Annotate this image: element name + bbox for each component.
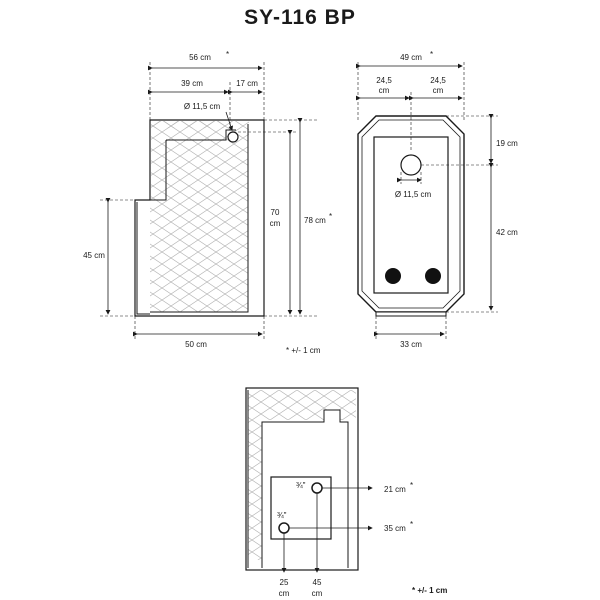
side-height-inner-unit: cm	[270, 219, 281, 228]
side-width-total-label: 56 cm	[189, 53, 211, 62]
side-height-total-label: 78 cm	[304, 216, 326, 225]
rear-upper-height-label: 21 cm	[384, 485, 406, 494]
rear-left-offset-label: 25	[280, 578, 289, 587]
front-chimney-outlet	[400, 154, 422, 176]
front-half-right-label: 24,5	[430, 76, 446, 85]
front-half-left-unit: cm	[379, 86, 390, 95]
rear-lower-height-mark: *	[410, 520, 413, 529]
side-base-width-label: 50 cm	[185, 340, 207, 349]
rear-upper-connection-label: ¾"	[296, 481, 306, 490]
rear-lower-height-label: 35 cm	[384, 524, 406, 533]
front-top-offset-label: 19 cm	[496, 139, 518, 148]
front-base-width-label: 33 cm	[400, 340, 422, 349]
rear-lower-connection-label: ¾"	[277, 511, 287, 520]
rear-view: ¾" ¾" 21 cm * 35 cm * 25 cm 45 cm * +/- …	[245, 387, 447, 598]
rear-tolerance-note: * +/- 1 cm	[412, 586, 447, 595]
front-half-left-label: 24,5	[376, 76, 392, 85]
front-control-knob-right	[425, 268, 441, 284]
rear-right-offset-unit: cm	[312, 589, 323, 598]
side-width-right-label: 17 cm	[236, 79, 258, 88]
front-width-total-label: 49 cm	[400, 53, 422, 62]
front-width-total-mark: *	[430, 50, 433, 59]
rear-left-offset-unit: cm	[279, 589, 290, 598]
side-height-step-label: 45 cm	[83, 251, 105, 260]
side-view: 56 cm * 39 cm 17 cm Ø 11,5 cm 70 cm 78 c…	[83, 50, 332, 355]
front-view: 49 cm * 24,5 cm 24,5 cm Ø 11,5 cm 19 cm …	[356, 50, 518, 349]
side-width-total-mark: *	[226, 50, 229, 59]
rear-upper-connection	[311, 482, 323, 494]
rear-lower-connection	[278, 522, 290, 534]
diagram-title: SY-116 BP	[244, 6, 356, 29]
front-chimney-diameter-label: Ø 11,5 cm	[395, 190, 432, 199]
side-width-left-label: 39 cm	[181, 79, 203, 88]
front-control-knob-left	[385, 268, 401, 284]
rear-right-offset-label: 45	[313, 578, 322, 587]
side-chimney-diameter-label: Ø 11,5 cm	[184, 102, 221, 111]
side-height-inner-label: 70	[271, 208, 280, 217]
side-tolerance-note: * +/- 1 cm	[286, 346, 321, 355]
rear-upper-height-mark: *	[410, 481, 413, 490]
front-half-right-unit: cm	[433, 86, 444, 95]
side-height-total-mark: *	[329, 212, 332, 221]
front-lower-height-label: 42 cm	[496, 228, 518, 237]
side-chimney-outlet	[227, 131, 239, 143]
